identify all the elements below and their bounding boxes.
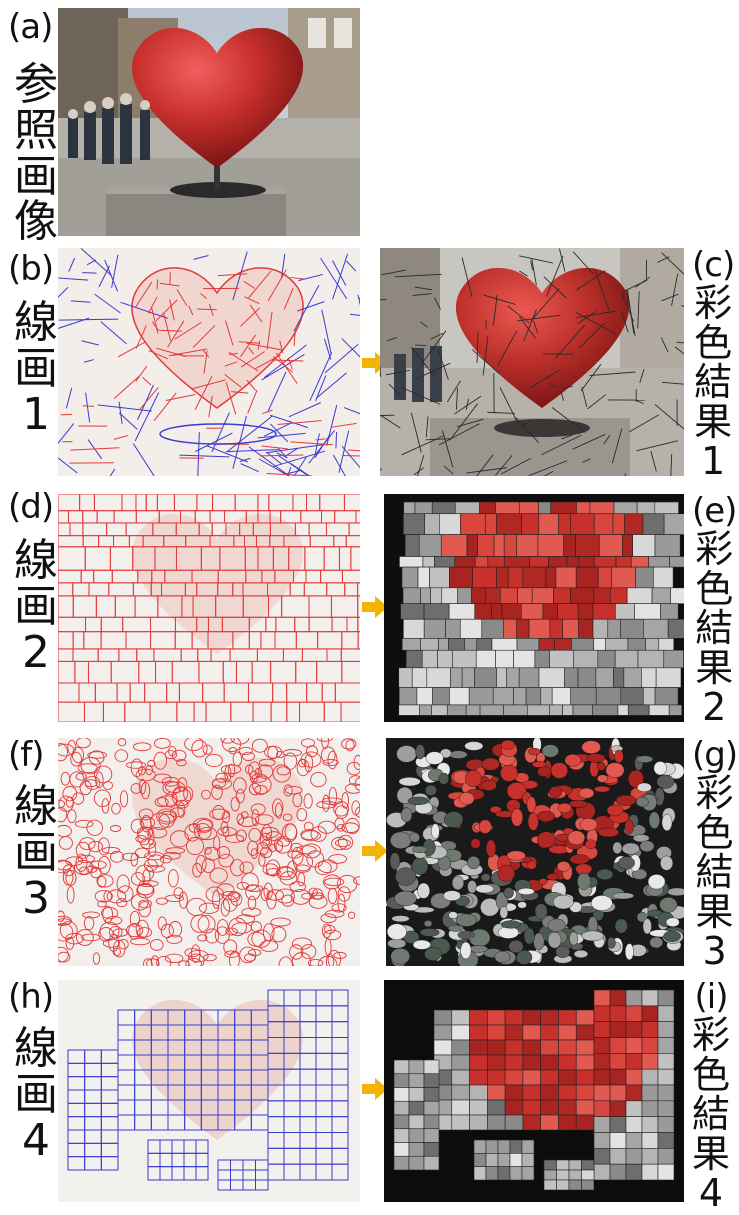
vlabel-char: 色	[692, 1056, 730, 1096]
vertical-label-color-result-4: (i) 彩 色 結 果 4	[692, 980, 730, 1214]
vlabel-char: 1	[22, 392, 50, 438]
vlabel-char: 照	[14, 108, 58, 154]
vlabel-char: 3	[22, 876, 50, 922]
vlabel-char: 線	[14, 538, 58, 584]
colorized-result-3	[386, 738, 684, 966]
label-c: (c)	[692, 248, 734, 282]
label-d: (d)	[8, 490, 53, 524]
vlabel-char: 彩	[695, 530, 733, 570]
line-drawing-3	[58, 738, 360, 966]
vlabel-char: 画	[14, 830, 58, 876]
vlabel-char: 線	[14, 1026, 58, 1072]
vlabel-char: 像	[14, 199, 58, 245]
colorized-result-1	[380, 248, 684, 476]
vlabel-char: 2	[702, 688, 726, 728]
label-f: (f)	[8, 738, 44, 772]
label-e: (e)	[692, 494, 736, 528]
label-i: (i)	[695, 980, 728, 1014]
line-drawing-2	[58, 494, 360, 722]
vlabel-char: 線	[14, 784, 58, 830]
arrow-right-icon	[362, 840, 388, 862]
vlabel-char: 結	[694, 363, 732, 403]
label-a: (a)	[8, 10, 52, 44]
vertical-label-line-drawing-1: 線 画 1	[14, 300, 58, 437]
vlabel-char: 色	[696, 814, 734, 854]
vlabel-char: 結	[695, 609, 733, 649]
vlabel-char: 2	[22, 630, 50, 676]
vlabel-char: 果	[696, 893, 734, 933]
line-drawing-1	[58, 248, 360, 476]
vertical-label-color-result-1: (c) 彩 色 結 果 1	[692, 248, 734, 482]
vlabel-char: 色	[695, 570, 733, 610]
vertical-label-color-result-3: (g) 彩 色 結 果 3	[692, 738, 737, 972]
vlabel-char: 3	[702, 932, 726, 972]
vlabel-char: 果	[695, 649, 733, 689]
label-g: (g)	[692, 738, 737, 772]
vertical-label-reference: 参 照 画 像	[14, 62, 58, 245]
vlabel-char: 線	[14, 300, 58, 346]
colorized-result-4	[384, 980, 684, 1202]
vlabel-char: 果	[692, 1135, 730, 1175]
vlabel-char: 結	[692, 1095, 730, 1135]
line-drawing-4	[58, 980, 360, 1202]
vlabel-char: 果	[694, 403, 732, 443]
vertical-label-line-drawing-2: 線 画 2	[14, 538, 58, 675]
label-h: (h)	[8, 980, 53, 1014]
vlabel-char: 画	[14, 346, 58, 392]
vlabel-char: 4	[22, 1118, 50, 1164]
vlabel-char: 画	[14, 1072, 58, 1118]
colorized-result-2	[384, 494, 684, 722]
vlabel-char: 画	[14, 584, 58, 630]
vlabel-char: 彩	[694, 284, 732, 324]
vertical-label-line-drawing-3: 線 画 3	[14, 784, 58, 921]
vlabel-char: 彩	[696, 774, 734, 814]
vlabel-char: 1	[701, 442, 725, 482]
vlabel-char: 参	[14, 62, 58, 108]
vlabel-char: 彩	[692, 1016, 730, 1056]
vlabel-char: 4	[699, 1174, 723, 1214]
vertical-label-color-result-2: (e) 彩 色 結 果 2	[692, 494, 736, 728]
vertical-label-line-drawing-4: 線 画 4	[14, 1026, 58, 1163]
label-b: (b)	[8, 252, 53, 286]
vlabel-char: 色	[694, 324, 732, 364]
reference-photo	[58, 8, 360, 236]
vlabel-char: 結	[696, 853, 734, 893]
vlabel-char: 画	[14, 154, 58, 200]
